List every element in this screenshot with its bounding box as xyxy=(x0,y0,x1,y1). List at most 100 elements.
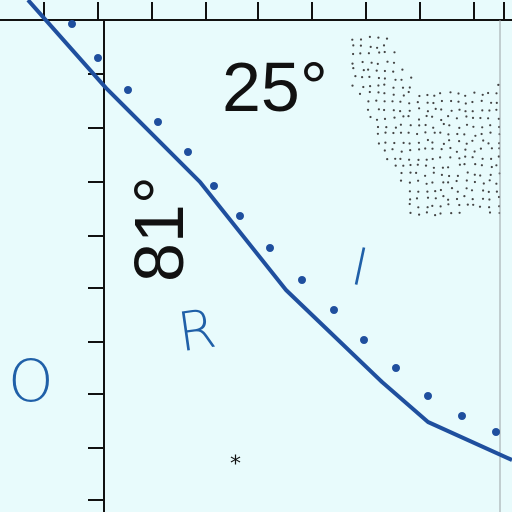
stipple-dot xyxy=(399,100,402,103)
stipple-dot xyxy=(481,109,484,112)
stipple-dot xyxy=(471,139,474,142)
stipple-dot xyxy=(368,75,371,78)
stipple-dot xyxy=(464,94,467,97)
stipple-dot xyxy=(385,126,388,129)
stipple-dot xyxy=(464,148,467,151)
stipple-dot xyxy=(434,197,437,200)
stipple-dot xyxy=(392,70,395,73)
stipple-dot xyxy=(474,163,477,166)
stipple-dot xyxy=(370,61,373,64)
boundary-dot xyxy=(330,306,338,314)
stipple-dot xyxy=(434,107,437,110)
boundary-dot xyxy=(154,118,162,126)
stipple-dot xyxy=(377,108,380,111)
stipple-dot xyxy=(375,118,379,121)
stipple-dot xyxy=(383,69,386,73)
stipple-dot xyxy=(393,116,396,119)
stipple-dot xyxy=(457,92,460,95)
stipple-dot xyxy=(495,164,498,167)
stipple-dot xyxy=(473,91,476,94)
stipple-dot xyxy=(409,163,412,167)
stipple-dot xyxy=(447,166,450,169)
stipple-dot xyxy=(394,164,397,167)
dotted-boundary xyxy=(68,20,500,436)
stipple-dot xyxy=(415,171,418,174)
stipple-dot xyxy=(424,147,427,150)
stipple-dot xyxy=(399,123,402,126)
stipple-dot xyxy=(376,46,379,49)
stipple-dot xyxy=(465,123,469,126)
stipple-dot xyxy=(383,83,386,86)
stipple-dot xyxy=(417,190,420,193)
stipple-dot xyxy=(399,157,402,160)
stipple-dot xyxy=(425,211,428,214)
stipple-dot xyxy=(439,131,442,134)
stipple-dot xyxy=(359,52,362,55)
stipple-dot xyxy=(376,125,380,129)
stipple-dot xyxy=(425,114,428,118)
stipple-dot xyxy=(417,179,420,182)
stipple-dot xyxy=(432,171,435,174)
stipple-dot xyxy=(417,206,420,209)
stipple-dot xyxy=(490,101,493,104)
stipple-dot xyxy=(408,109,411,112)
stipple-dot xyxy=(464,110,467,113)
stipple-dot xyxy=(394,126,397,129)
stipple-dot xyxy=(418,148,421,151)
stipple-dot xyxy=(478,205,482,208)
stipple-dot xyxy=(400,171,403,175)
stipple-dot xyxy=(447,198,450,201)
stipple-dot xyxy=(480,164,483,167)
stipple-dot xyxy=(434,190,437,193)
stipple-dot xyxy=(447,115,450,118)
stipple-dot xyxy=(352,67,355,70)
stipple-dot xyxy=(465,179,468,182)
stipple-dot xyxy=(367,68,370,71)
stipple-dot xyxy=(479,116,482,120)
stipple-dot xyxy=(408,181,411,184)
boundary-dot xyxy=(94,54,102,62)
stipple-dot xyxy=(489,124,492,127)
stipple-dot xyxy=(442,181,445,184)
stipple-dot xyxy=(432,126,435,129)
stipple-dot xyxy=(392,131,395,135)
stipple-dot xyxy=(497,155,500,158)
boundary-dot xyxy=(392,364,400,372)
stipple-dot xyxy=(361,60,364,64)
stipple-dot xyxy=(464,102,467,105)
boundary-dot xyxy=(184,148,192,156)
stipple-dot xyxy=(479,174,482,177)
stipple-dot xyxy=(417,158,420,161)
stipple-dot xyxy=(408,202,411,206)
stipple-dot xyxy=(489,131,492,134)
stipple-dot xyxy=(410,76,413,79)
stipple-dot xyxy=(481,126,484,129)
stipple-dot xyxy=(433,94,436,97)
stipple-dot xyxy=(440,108,443,111)
stipple-dot xyxy=(376,132,379,135)
stipple-dot xyxy=(376,62,379,65)
stipple-dot xyxy=(488,211,492,214)
stipple-dot xyxy=(440,173,443,176)
stipple-dot xyxy=(439,156,442,159)
stipple-dot xyxy=(471,116,475,119)
stipple-dot xyxy=(367,100,370,103)
stipple-dot xyxy=(447,181,450,184)
stipple-dot xyxy=(391,100,394,103)
stipple-dot xyxy=(407,115,410,118)
stipple-dot xyxy=(448,124,451,127)
stipple-dot xyxy=(408,102,411,105)
stipple-dot xyxy=(463,133,466,136)
stipple-dot xyxy=(488,198,491,201)
stipple-dot xyxy=(473,150,476,153)
stipple-dot xyxy=(407,131,410,134)
region-letter-r: R xyxy=(173,296,220,365)
stipple-dot xyxy=(399,179,403,182)
stipple-dot xyxy=(416,132,419,136)
stipple-dot xyxy=(408,142,411,145)
stipple-dot xyxy=(487,91,490,95)
stipple-dot xyxy=(394,157,397,160)
stipple-dot xyxy=(471,156,474,159)
stipple-dot xyxy=(450,99,453,103)
